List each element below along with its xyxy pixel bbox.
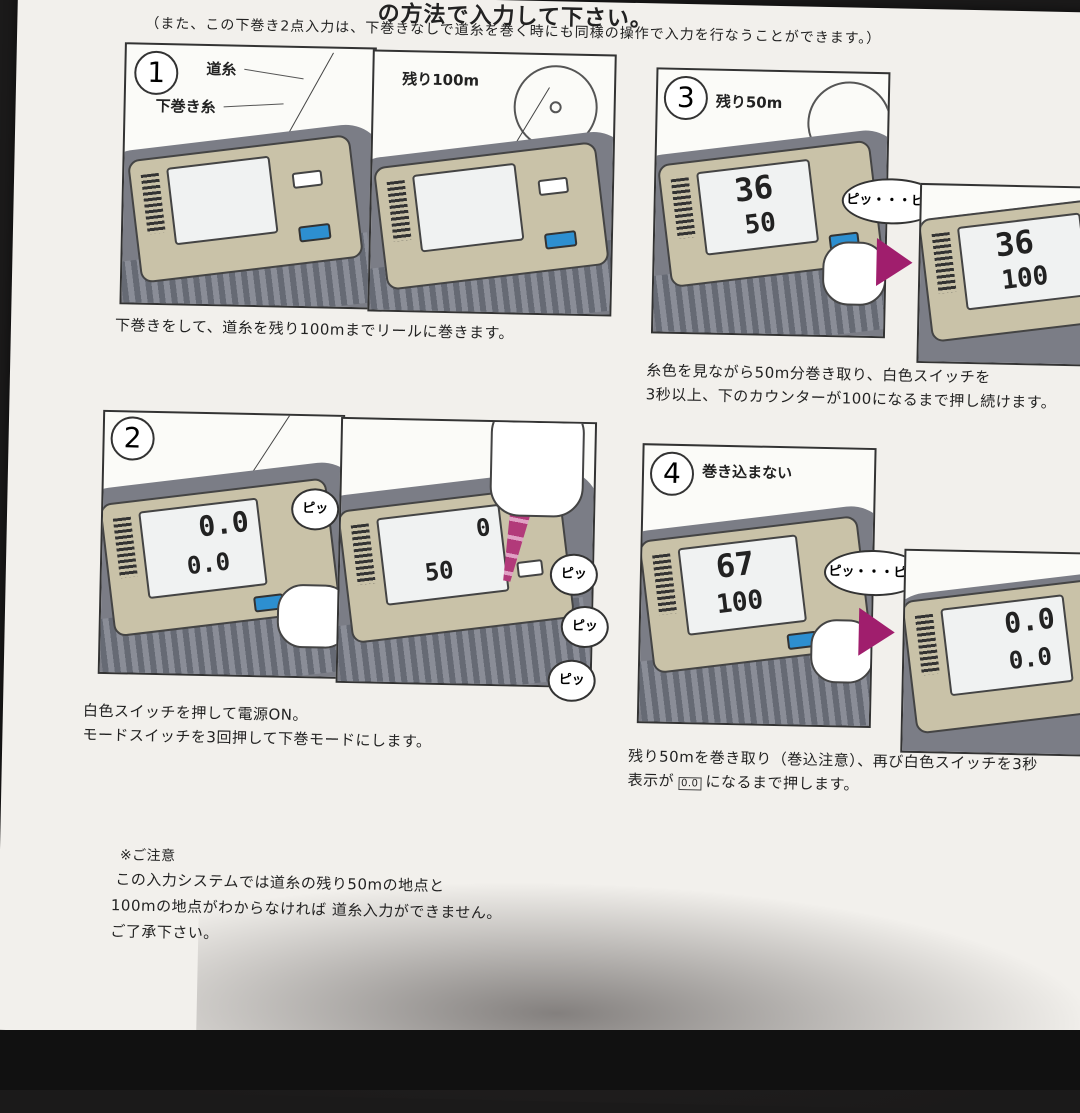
lcd-upper-value: 0 (474, 513, 493, 543)
lcd-upper-value: 0.0 (1002, 601, 1057, 641)
lcd-lower-value: 0.0 (1007, 642, 1054, 676)
step2-panel-a: 2 0.0 0.0 (97, 409, 346, 679)
lcd-upper-value: 36 (993, 222, 1036, 265)
step3-caption-2: 3秒以上、下のカウンターが100になるまで押し続けます。 (645, 385, 1057, 412)
white-switch[interactable] (537, 176, 570, 197)
label-remain-100m: 残り100m (402, 70, 480, 90)
step4-caption-2b: になるまで押します。 (705, 772, 860, 794)
counter-device: 0.0 0.0 (901, 577, 1080, 735)
level-bars (652, 553, 678, 616)
step1-caption: 下巻きをして、道糸を残り100mまでリールに巻きます。 (114, 316, 515, 343)
counter-device (372, 141, 610, 291)
display-box-icon: 0.0 (677, 776, 702, 791)
step2-caption-2: モードスイッチを3回押して下巻モードにします。 (82, 725, 432, 751)
label-no-wind-in: 巻き込まない (701, 462, 793, 483)
step3-panel-b: 36 100 (916, 182, 1080, 368)
lcd-screen (411, 162, 525, 253)
lcd-lower-value: 50 (423, 555, 456, 587)
lcd-upper-value: 0.0 (196, 504, 251, 544)
white-switch[interactable] (516, 559, 544, 579)
notice-title: ※ご注意 (119, 847, 176, 865)
background-edge (0, 1030, 1080, 1090)
lcd-screen: 0 50 (376, 503, 510, 606)
lcd-screen: 36 100 (956, 212, 1080, 311)
step3-number: 3 (663, 75, 709, 121)
blue-mode-switch[interactable] (543, 230, 578, 250)
counter-device: 36 100 (917, 195, 1080, 343)
level-bars (350, 523, 376, 586)
beep-bubble: ピッ (547, 659, 597, 703)
lcd-upper-value: 67 (713, 543, 757, 586)
step2-panel-b: 0 50 (335, 416, 598, 689)
label-shitamaki: 下巻き糸 (155, 96, 216, 117)
lcd-upper-value: 36 (732, 167, 776, 210)
arrow-right-icon (875, 238, 913, 287)
lcd-lower-value: 100 (999, 260, 1051, 297)
step2-number: 2 (110, 416, 156, 461)
level-bars (670, 177, 696, 239)
level-bars (386, 179, 412, 242)
step4-number: 4 (649, 451, 695, 497)
line-leader2 (223, 103, 284, 108)
lcd-lower-value: 0.0 (185, 547, 232, 581)
counter-device (126, 133, 365, 284)
arrow-right-icon (858, 607, 896, 657)
step2-caption-1: 白色スイッチを押して電源ON。 (82, 701, 309, 725)
step4-panel-b: 0.0 0.0 (900, 548, 1080, 757)
finger-pressing (276, 583, 346, 650)
label-remain-50m: 残り50m (715, 92, 783, 113)
lcd-screen: 67 100 (677, 534, 808, 636)
lcd-screen: 36 50 (696, 158, 820, 256)
lcd-lower-value: 100 (714, 584, 765, 621)
lcd-screen (166, 155, 279, 246)
lcd-screen: 0.0 0.0 (138, 497, 268, 600)
level-bars (914, 613, 940, 676)
lcd-lower-value: 50 (742, 207, 778, 241)
step1-panel-a: 1 道糸 下巻き糸 (119, 42, 377, 310)
step1-number: 1 (133, 50, 179, 96)
step4-caption-2a: 表示が (627, 770, 675, 790)
white-switch[interactable] (291, 169, 324, 189)
beep-bubble: ピッ (560, 605, 610, 649)
hand-holding-pen (489, 416, 586, 518)
blue-mode-switch[interactable] (297, 222, 332, 243)
step1-panel-b: 残り100m (367, 49, 617, 317)
level-bars (140, 172, 166, 235)
lcd-screen: 0.0 0.0 (940, 594, 1074, 697)
level-bars (112, 516, 138, 579)
step3-caption-1: 糸色を見ながら50m分巻き取り、白色スイッチを (645, 361, 991, 387)
level-bars (931, 232, 957, 294)
label-michiito: 道糸 (206, 59, 237, 79)
line-leader (244, 68, 304, 80)
